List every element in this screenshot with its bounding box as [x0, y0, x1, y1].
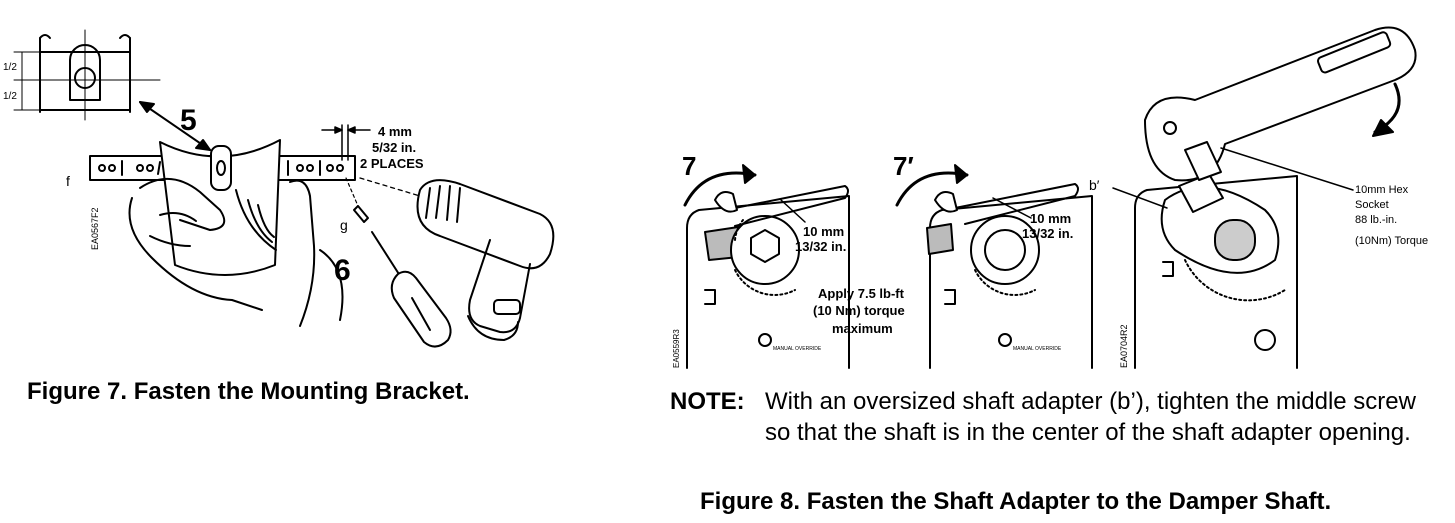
step-5-label: 5	[180, 104, 197, 137]
wrench-in-b: 13/32 in.	[1022, 226, 1073, 241]
actuator-step-7	[686, 185, 850, 369]
figure-8-illustration: 7 7′ 10 mm 13/32 in. 10 mm 13/32 in. App…	[672, 26, 1428, 369]
places-label: 2 PLACES	[360, 156, 424, 171]
gap-in-label: 5/32 in.	[372, 140, 416, 155]
figure-8-code-b: EA0704R2	[1119, 324, 1129, 368]
part-b-prime-label: b′	[1089, 177, 1100, 193]
socket-line-4: (10Nm) Torque	[1355, 235, 1428, 247]
half-top-label: 1/2	[3, 62, 17, 73]
dimension-4mm	[321, 124, 371, 161]
figure-7-illustration: 1/2 1/2 5 6 4 mm 5/32 in. 2 PLACES f g E…	[3, 29, 555, 348]
left-hand	[128, 177, 263, 311]
step-7-prime-label: 7′	[893, 151, 914, 181]
manual-override-b: MANUAL OVERRIDE	[1013, 346, 1062, 352]
note-text: With an oversized shaft adapter (b’), ti…	[765, 388, 1416, 446]
actuator-socket-wrench	[1134, 173, 1298, 369]
actuator-step-7-prime	[926, 183, 1093, 369]
figure-8-code-a: EA0559R3	[672, 329, 681, 368]
actuator-body	[159, 139, 281, 276]
step-7-label: 7	[682, 151, 696, 181]
figure-7-caption: Figure 7. Fasten the Mounting Bracket.	[27, 378, 470, 405]
socket-line-3: 88 lb.-in.	[1355, 214, 1397, 226]
step-6-label: 6	[334, 254, 351, 287]
figure-7-code: EA0567F2	[90, 207, 100, 250]
gap-mm-label: 4 mm	[378, 124, 412, 139]
socket-line-1: 10mm Hex	[1355, 184, 1409, 196]
socket-line-2: Socket	[1355, 199, 1389, 211]
wrench-in-a: 13/32 in.	[795, 239, 846, 254]
screwdriver	[371, 231, 452, 348]
self-tapping-screw	[345, 177, 369, 223]
torque-line-1: Apply 7.5 lb-ft	[818, 286, 905, 301]
torque-line-3: maximum	[832, 321, 893, 336]
arrow-step-5	[139, 101, 211, 151]
manual-override-a: MANUAL OVERRIDE	[773, 346, 822, 352]
part-g-label: g	[340, 217, 348, 233]
slot-detail-inset	[13, 29, 161, 121]
wrench-mm-b: 10 mm	[1030, 211, 1071, 226]
figure-8-caption: Figure 8. Fasten the Shaft Adapter to th…	[700, 488, 1332, 515]
power-drill	[359, 177, 555, 341]
note-label: NOTE:	[670, 388, 745, 415]
right-hand	[289, 179, 344, 327]
half-bottom-label: 1/2	[3, 91, 17, 102]
torque-line-2: (10 Nm) torque	[813, 303, 905, 318]
wrench-mm-a: 10 mm	[803, 224, 844, 239]
ratchet-wrench	[1144, 26, 1417, 182]
part-f-label: f	[66, 173, 70, 189]
